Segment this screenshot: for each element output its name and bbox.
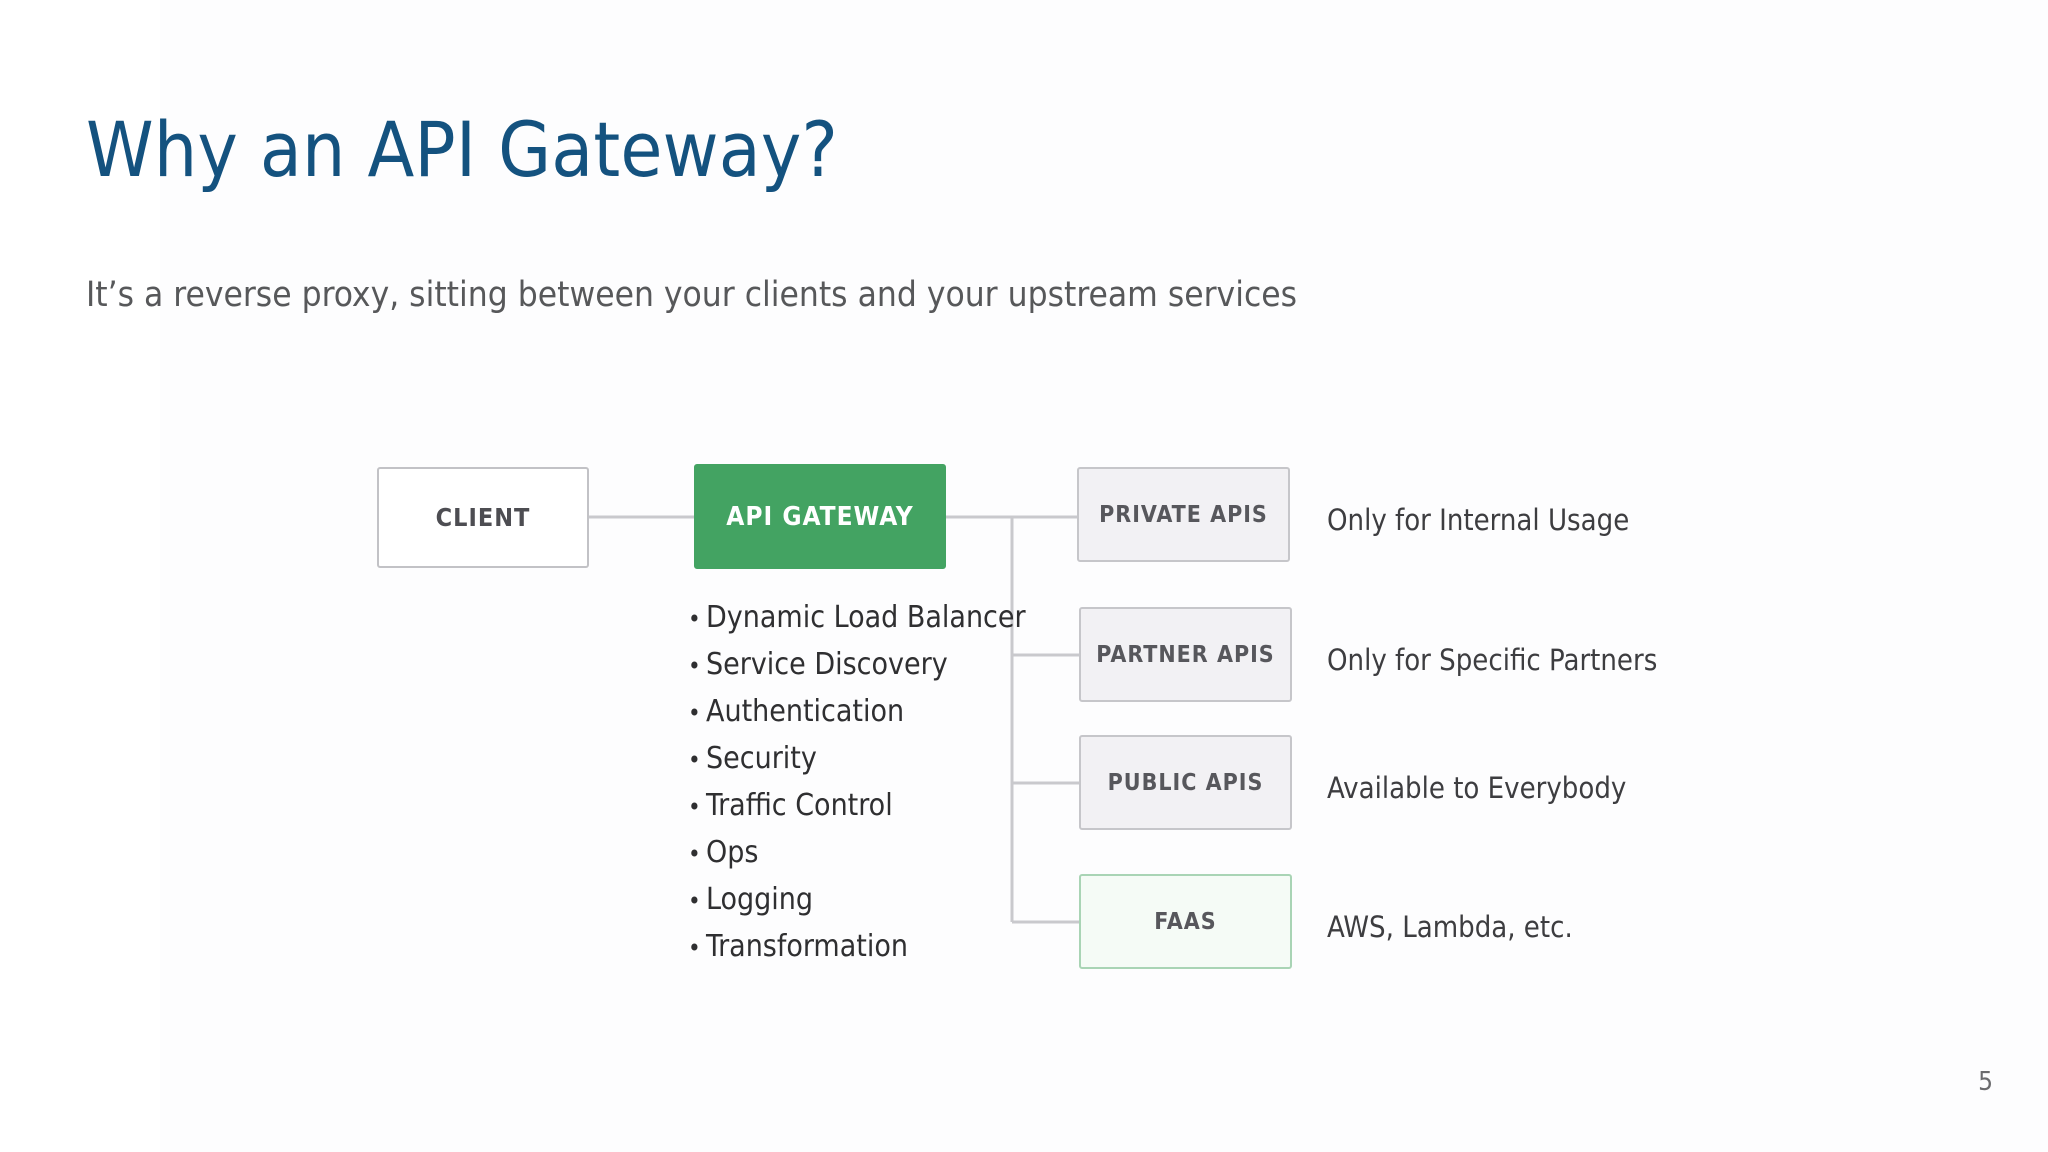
bullet-icon: • (688, 746, 701, 774)
feature-label: Traffic Control (706, 788, 893, 823)
node-public-apis[interactable]: PUBLIC APIS (1079, 735, 1292, 830)
bullet-icon: • (688, 840, 701, 868)
feature-list-item: •Ops (688, 835, 1026, 882)
feature-list-item: •Service Discovery (688, 647, 1026, 694)
description-public-apis: Available to Everybody (1327, 771, 1627, 805)
feature-label: Logging (706, 882, 814, 917)
page-subtitle: It’s a reverse proxy, sitting between yo… (86, 275, 1298, 315)
description-faas: AWS, Lambda, etc. (1327, 910, 1573, 944)
bullet-icon: • (688, 887, 701, 915)
feature-list-item: •Traffic Control (688, 788, 1026, 835)
feature-list-item: •Transformation (688, 929, 1026, 976)
feature-label: Transformation (706, 929, 908, 964)
node-partner-apis[interactable]: PARTNER APIS (1079, 607, 1292, 702)
node-private-apis[interactable]: PRIVATE APIS (1077, 467, 1290, 562)
bullet-icon: • (688, 793, 701, 821)
feature-list-item: •Authentication (688, 694, 1026, 741)
bullet-icon: • (688, 934, 701, 962)
node-api-gateway[interactable]: API GATEWAY (694, 464, 946, 569)
bullet-icon: • (688, 605, 701, 633)
feature-label: Dynamic Load Balancer (706, 600, 1026, 635)
node-client[interactable]: CLIENT (377, 467, 589, 568)
description-partner-apis: Only for Specific Partners (1327, 643, 1658, 677)
feature-label: Authentication (706, 694, 905, 729)
node-faas[interactable]: FAAS (1079, 874, 1292, 969)
feature-list-item: •Dynamic Load Balancer (688, 600, 1026, 647)
feature-list-item: •Logging (688, 882, 1026, 929)
bullet-icon: • (688, 699, 701, 727)
description-private-apis: Only for Internal Usage (1327, 503, 1630, 537)
bullet-icon: • (688, 652, 701, 680)
feature-list-item: •Security (688, 741, 1026, 788)
feature-label: Service Discovery (706, 647, 948, 682)
feature-label: Security (706, 741, 817, 776)
gateway-feature-list: •Dynamic Load Balancer•Service Discovery… (688, 600, 1026, 976)
page-title: Why an API Gateway? (86, 105, 839, 194)
page-number: 5 (1978, 1067, 1993, 1097)
feature-label: Ops (706, 835, 759, 870)
